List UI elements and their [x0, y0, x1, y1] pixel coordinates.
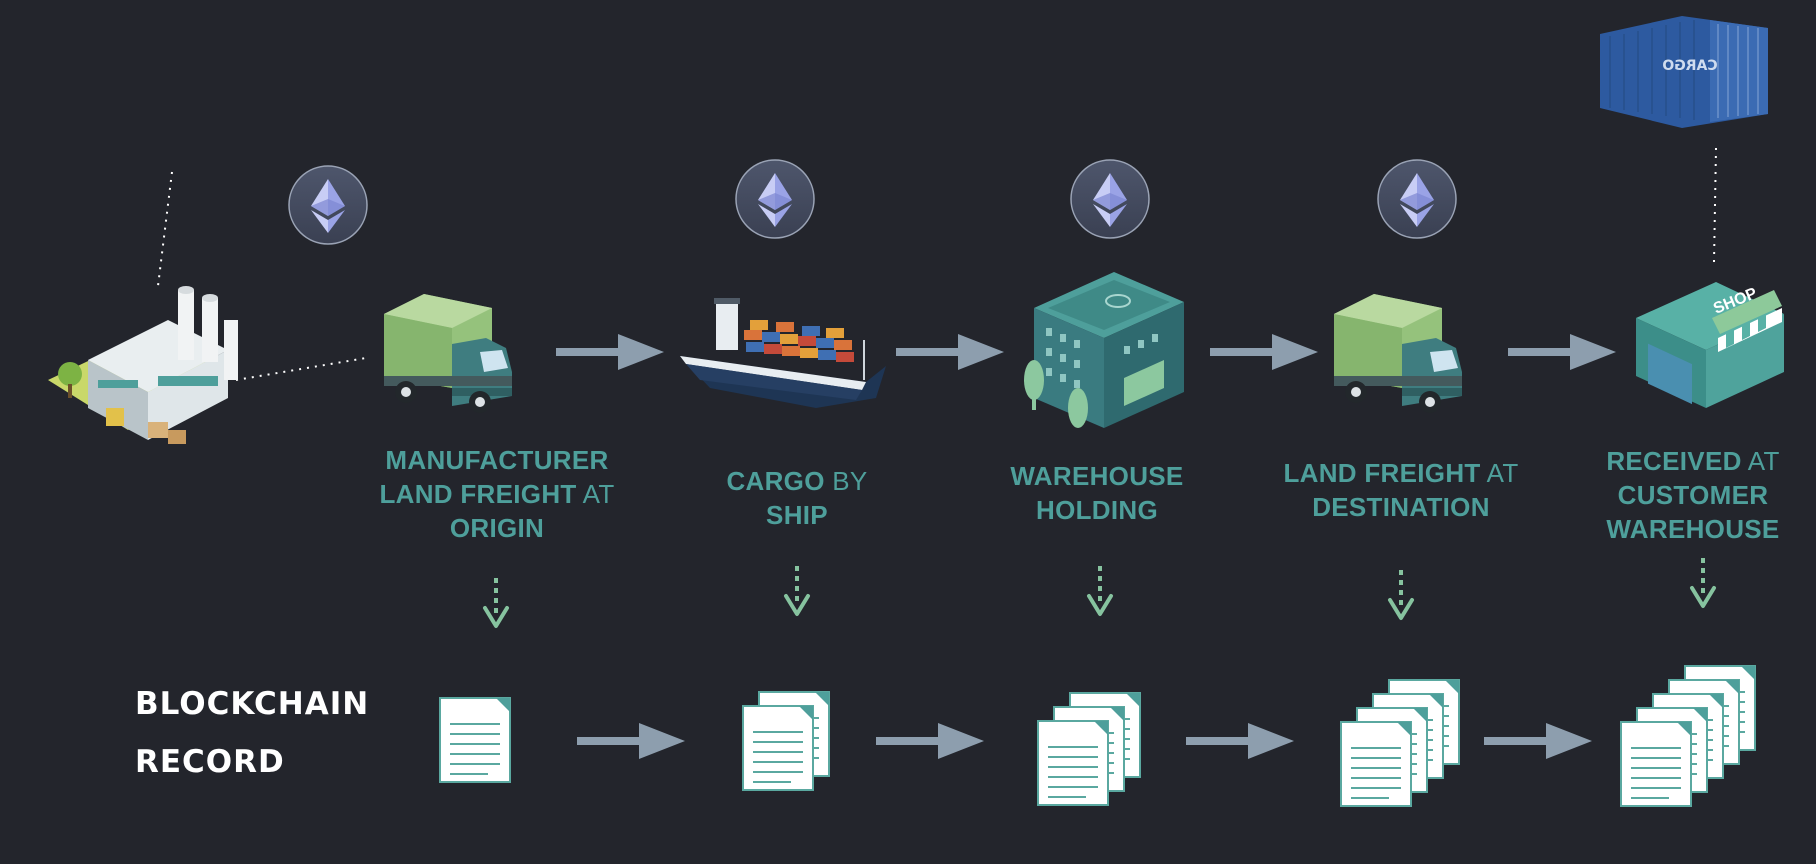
stage-label-line: RECEIVED AT — [1572, 444, 1814, 478]
blockchain-record-label: BLOCKCHAIN RECORD — [135, 675, 369, 791]
stage-label-line: CARGO BY — [680, 464, 914, 498]
arrow-down-icon — [1388, 568, 1414, 620]
arrow-right-icon — [1484, 723, 1592, 759]
document-icon — [1037, 720, 1109, 806]
document-stack — [1037, 692, 1141, 806]
arrow-right-icon — [1186, 723, 1294, 759]
stage-label-text: AT — [576, 479, 615, 509]
stage-label-text: LAND FREIGHT — [1283, 458, 1481, 488]
arrow-right-icon — [896, 334, 1004, 370]
ethereum-nodes — [288, 159, 1457, 245]
stage-label-line: MANUFACTURER — [360, 443, 634, 477]
stage-label-line: WAREHOUSE — [1572, 512, 1814, 546]
dotted-connectors — [157, 147, 1717, 381]
stage-label-line: SHIP — [680, 498, 914, 532]
blockchain-record-label-line: RECORD — [135, 744, 285, 780]
ethereum-icon — [288, 165, 368, 245]
stage-label-text: WAREHOUSE — [1606, 514, 1780, 544]
stage-label-text: LAND FREIGHT — [379, 479, 577, 509]
stage-label-text: HOLDING — [1036, 495, 1158, 525]
arrow-right-icon — [1210, 334, 1318, 370]
stage-label-text: MANUFACTURER — [385, 445, 609, 475]
shipping-container-icon — [1600, 16, 1768, 128]
record-arrows — [483, 556, 1716, 628]
document-icon — [439, 697, 511, 783]
stage-label-text: ORIGIN — [449, 513, 545, 543]
stage-label-text: WAREHOUSE — [1010, 461, 1184, 491]
stage-label-line: CUSTOMER — [1572, 478, 1814, 512]
warehouse-icon — [1024, 272, 1184, 428]
stage-label-text: SHIP — [766, 500, 828, 530]
stage-label-text: DESTINATION — [1312, 492, 1490, 522]
stage-label-text: CUSTOMER — [1617, 480, 1769, 510]
arrow-down-icon — [1690, 556, 1716, 608]
arrow-down-icon — [1087, 564, 1113, 616]
ethereum-icon — [1070, 159, 1150, 239]
stage-label-warehouse-holding: WAREHOUSE HOLDING — [980, 459, 1214, 527]
arrow-right-icon — [577, 723, 685, 759]
factory-icon — [48, 286, 238, 444]
stage-label-text: BY — [824, 466, 868, 496]
stage-label-line: WAREHOUSE — [980, 459, 1214, 493]
document-stack — [1340, 679, 1460, 807]
stage-label-line: HOLDING — [980, 493, 1214, 527]
arrow-down-icon — [483, 576, 509, 628]
cargo-ship-icon — [680, 298, 886, 408]
blockchain-record-label-line: BLOCKCHAIN — [135, 686, 370, 722]
truck-icon — [1334, 294, 1462, 413]
container-text: CARGO — [1662, 58, 1717, 74]
stage-label-line: LAND FREIGHT AT — [360, 477, 634, 511]
document-icon — [742, 705, 814, 791]
document-stack — [742, 691, 830, 791]
document-icon — [1620, 721, 1692, 807]
stage-label-text: RECEIVED — [1606, 446, 1742, 476]
document-stack — [439, 697, 511, 783]
stage-label-text: AT — [1741, 446, 1780, 476]
document-icon — [1340, 721, 1412, 807]
arrow-right-icon — [556, 334, 664, 370]
shop-icon — [1636, 282, 1784, 408]
stage-label-line: DESTINATION — [1266, 490, 1536, 524]
ethereum-icon — [1377, 159, 1457, 239]
stage-label-line: LAND FREIGHT AT — [1266, 456, 1536, 490]
stage-label-text: AT — [1480, 458, 1519, 488]
ethereum-icon — [735, 159, 815, 239]
truck-icon — [384, 294, 512, 413]
stage-label-line: ORIGIN — [360, 511, 634, 545]
stage-label-text: CARGO — [726, 466, 825, 496]
arrow-right-icon — [876, 723, 984, 759]
arrow-down-icon — [784, 564, 810, 616]
arrow-right-icon — [1508, 334, 1616, 370]
document-stack — [1620, 665, 1756, 807]
